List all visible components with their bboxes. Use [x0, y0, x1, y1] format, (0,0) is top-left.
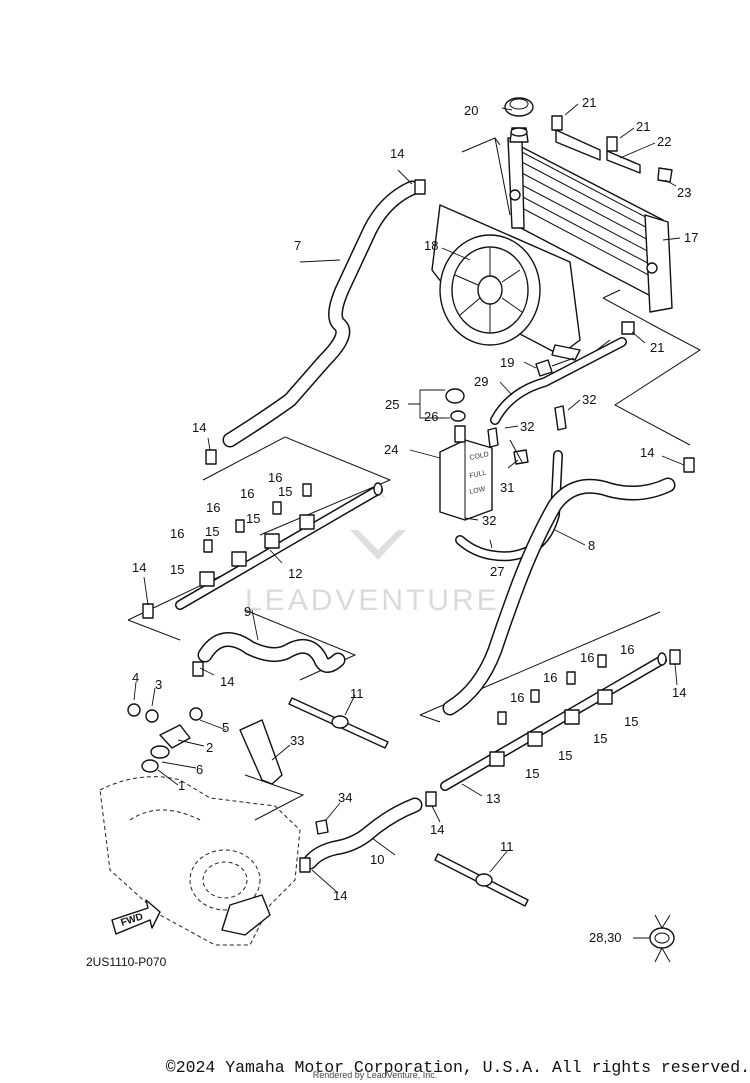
callout-32: 32	[582, 392, 596, 407]
bracket-33	[239, 719, 283, 785]
pipe-12-clamps	[199, 483, 315, 587]
bolt-19	[535, 357, 575, 377]
callout-27: 27	[490, 564, 504, 579]
callout-7: 7	[294, 238, 301, 253]
callout-16: 16	[580, 650, 594, 665]
callout-21: 21	[582, 95, 596, 110]
callout-16: 16	[170, 526, 184, 541]
tank-label-full: FULL	[469, 470, 487, 480]
callout-24: 24	[384, 442, 398, 457]
callout-14: 14	[430, 822, 444, 837]
callout-14: 14	[192, 420, 206, 435]
rendered-by-notice: Rendered by LeadVenture, Inc.	[312, 1070, 438, 1080]
callout-21: 21	[636, 119, 650, 134]
cooling-fan	[431, 204, 581, 361]
callout-31: 31	[500, 480, 514, 495]
callout-9: 9	[244, 604, 251, 619]
radiator	[507, 127, 673, 313]
callout-22: 22	[657, 134, 671, 149]
callout-13: 13	[486, 791, 500, 806]
callout-15: 15	[593, 731, 607, 746]
callouts: 20 21 21 22 23 17 21 18 19 29 25 26 32 3…	[132, 95, 698, 945]
callout-8: 8	[588, 538, 595, 553]
coolant-reservoir: COLD FULL LOW	[439, 425, 499, 521]
callout-16: 16	[206, 500, 220, 515]
callout-20: 20	[464, 103, 478, 118]
callout-28-30: 28,30	[589, 930, 622, 945]
tank-label-low: LOW	[469, 486, 486, 496]
callout-34: 34	[338, 790, 352, 805]
tank-label-cold: COLD	[469, 451, 489, 462]
fwd-arrow: FWD	[111, 899, 161, 935]
callout-11: 11	[500, 839, 514, 854]
diagram-ref-code: 2US1110-P070	[86, 955, 167, 969]
radiator-bolts	[551, 115, 673, 335]
callout-15: 15	[246, 511, 260, 526]
callout-15: 15	[558, 748, 572, 763]
callout-15: 15	[205, 524, 219, 539]
callout-21: 21	[650, 340, 664, 355]
callout-16: 16	[543, 670, 557, 685]
callout-11: 11	[350, 686, 364, 701]
hose-10	[302, 797, 423, 870]
engine-outline	[99, 776, 301, 946]
callout-6: 6	[196, 762, 203, 777]
cable-ties	[288, 697, 529, 907]
bolt-34	[315, 819, 329, 835]
callout-15: 15	[278, 484, 292, 499]
callout-25: 25	[385, 397, 399, 412]
reservoir-cap	[445, 388, 466, 422]
hose-9	[197, 632, 346, 673]
watermark: LEADVENTURE	[245, 490, 500, 617]
callout-14: 14	[672, 685, 686, 700]
callout-16: 16	[620, 642, 634, 657]
callout-29: 29	[474, 374, 488, 389]
callout-3: 3	[155, 677, 162, 692]
callout-14: 14	[132, 560, 146, 575]
copyright-notice: ©2024 Yamaha Motor Corporation, U.S.A. A…	[165, 1058, 750, 1077]
callout-16: 16	[240, 486, 254, 501]
callout-33: 33	[290, 733, 304, 748]
radiator-cap	[504, 97, 534, 137]
callout-14: 14	[220, 674, 234, 689]
callout-17: 17	[684, 230, 698, 245]
watermark-text: LEADVENTURE	[245, 584, 500, 617]
hose-clamps	[142, 179, 695, 873]
callout-32: 32	[482, 513, 496, 528]
callout-14: 14	[390, 146, 404, 161]
bolt-31	[509, 439, 529, 465]
callout-26: 26	[424, 409, 438, 424]
hose-clip-28-30	[649, 914, 675, 963]
pipe-13	[440, 652, 667, 791]
callout-14: 14	[333, 888, 347, 903]
callout-15: 15	[624, 714, 638, 729]
callout-12: 12	[288, 566, 302, 581]
callout-15: 15	[170, 562, 184, 577]
radiator-hose-7	[222, 180, 420, 448]
pipe-13-clamps	[489, 654, 613, 767]
callout-19: 19	[500, 355, 514, 370]
callout-15: 15	[525, 766, 539, 781]
callout-4: 4	[132, 670, 139, 685]
callout-14: 14	[640, 445, 654, 460]
thermostat-parts	[127, 703, 203, 773]
callout-18: 18	[424, 238, 438, 253]
callout-2: 2	[206, 740, 213, 755]
leader-lines	[133, 103, 685, 939]
callout-10: 10	[370, 852, 384, 867]
callout-16: 16	[510, 690, 524, 705]
radiator-hose-8	[442, 477, 676, 716]
callout-5: 5	[222, 720, 229, 735]
callout-32: 32	[520, 419, 534, 434]
callout-23: 23	[677, 185, 691, 200]
callout-1: 1	[178, 778, 185, 793]
callout-16: 16	[268, 470, 282, 485]
